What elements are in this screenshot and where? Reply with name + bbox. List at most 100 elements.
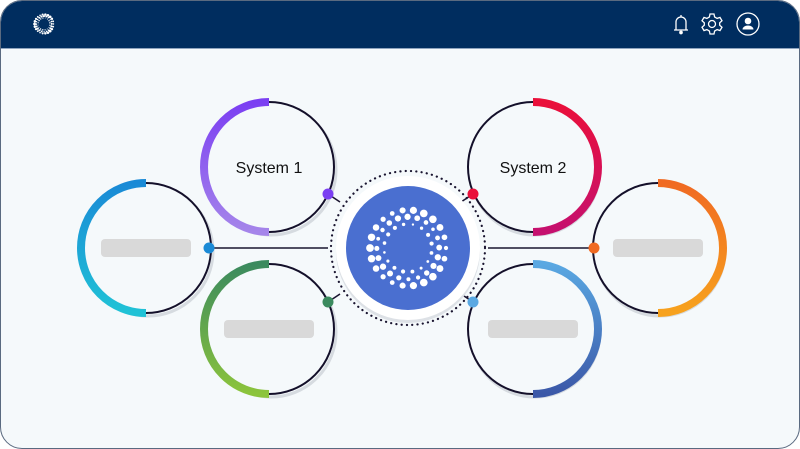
gear-icon[interactable] xyxy=(699,11,725,37)
node-arc xyxy=(200,98,270,236)
logo-dot xyxy=(386,220,393,226)
logo-dot xyxy=(33,20,37,23)
node-arc xyxy=(200,260,270,398)
logo-dot xyxy=(40,18,42,20)
logo-dot xyxy=(49,18,51,20)
logo-dot xyxy=(47,16,50,19)
logo-dot xyxy=(45,15,48,18)
logo-dot xyxy=(50,20,53,23)
logo-dot xyxy=(49,27,52,30)
logo-dot xyxy=(410,269,415,274)
node-label: System 1 xyxy=(236,160,303,177)
logo-dot xyxy=(47,29,50,32)
logo-dot xyxy=(436,224,444,231)
node-right[interactable] xyxy=(588,179,727,318)
logo-dot xyxy=(36,15,39,18)
logo-dot xyxy=(46,18,48,20)
logo-dot xyxy=(372,265,380,272)
logo-dot xyxy=(39,28,42,30)
logo-icon[interactable] xyxy=(31,11,57,37)
logo-dot xyxy=(34,17,38,20)
logo-dot xyxy=(430,262,437,270)
logo-dot xyxy=(46,31,50,34)
hub-circle[interactable] xyxy=(346,186,470,310)
logo-dot xyxy=(429,215,437,224)
logo-dot xyxy=(379,263,387,270)
logo-dot xyxy=(38,19,40,22)
logo-dot xyxy=(392,265,397,270)
placeholder-label xyxy=(488,320,578,338)
logo-dot xyxy=(48,15,52,19)
connector-dot xyxy=(322,188,334,200)
logo-dot xyxy=(409,282,418,290)
logo-dot xyxy=(414,215,421,222)
logo-dot xyxy=(367,233,376,242)
logo-dot xyxy=(419,209,428,218)
node-bottom-left[interactable] xyxy=(200,260,338,399)
placeholder-label xyxy=(613,239,703,257)
logo-dot xyxy=(44,13,47,16)
logo-dot xyxy=(435,235,440,241)
logo-dot xyxy=(35,23,38,25)
hub-dotted-ring xyxy=(329,169,487,327)
user-avatar-icon[interactable] xyxy=(735,11,761,37)
logo-dot xyxy=(37,24,39,26)
logo-dot xyxy=(34,28,38,31)
logo-dot xyxy=(52,23,55,25)
logo-dot xyxy=(44,17,46,19)
logo-dot xyxy=(383,251,386,254)
node-label: System 2 xyxy=(500,160,567,177)
logo-dot xyxy=(36,30,39,33)
logo-dot xyxy=(426,260,430,263)
node-arc xyxy=(532,260,602,398)
logo-dot xyxy=(46,14,50,17)
node-arc xyxy=(532,98,602,236)
node-system-1[interactable]: System 1 xyxy=(200,98,338,237)
connector-dot xyxy=(588,242,600,254)
logo-dot xyxy=(436,244,443,251)
logo-dot xyxy=(50,22,53,25)
logo-dot xyxy=(443,245,449,251)
logo-dot xyxy=(389,211,395,216)
connector-dot xyxy=(467,296,479,308)
logo-dot xyxy=(423,220,429,225)
logo-dot xyxy=(419,278,428,287)
logo-dot xyxy=(426,232,431,237)
logo-dot xyxy=(38,16,41,19)
logo-dot xyxy=(423,270,430,276)
logo-dot xyxy=(429,241,434,246)
logo-dot xyxy=(35,25,38,28)
logo-dot xyxy=(36,27,39,30)
logo-dot xyxy=(50,17,54,21)
logo-dot xyxy=(52,20,55,23)
logo-dot xyxy=(39,31,41,34)
logo-dot xyxy=(35,21,38,23)
logo-dot xyxy=(38,29,41,32)
logo-dot xyxy=(40,15,43,18)
node-system-2[interactable]: System 2 xyxy=(467,98,602,237)
logo-dot xyxy=(42,29,44,31)
node-bottom-right[interactable] xyxy=(467,260,602,399)
logo-dot xyxy=(38,26,40,28)
logo-dot xyxy=(386,259,390,263)
logo-dot xyxy=(389,280,395,285)
logo-dot xyxy=(401,222,406,227)
node-left[interactable] xyxy=(77,179,215,318)
logo-dot xyxy=(367,254,376,263)
bell-icon[interactable] xyxy=(668,11,694,37)
logo-dot xyxy=(376,236,381,241)
logo-dot xyxy=(33,22,36,26)
logo-dot xyxy=(441,234,448,241)
logo-dot xyxy=(49,22,51,24)
logo-dot xyxy=(396,275,402,281)
logo-dot xyxy=(399,207,406,214)
placeholder-label xyxy=(224,320,314,338)
logo-dot xyxy=(382,241,387,245)
logo-dot xyxy=(41,32,44,35)
logo-dot xyxy=(44,29,46,31)
logo-dot xyxy=(419,266,423,270)
logo-dot xyxy=(415,275,421,280)
logo-dot xyxy=(406,277,411,282)
logo-dot xyxy=(44,32,47,35)
